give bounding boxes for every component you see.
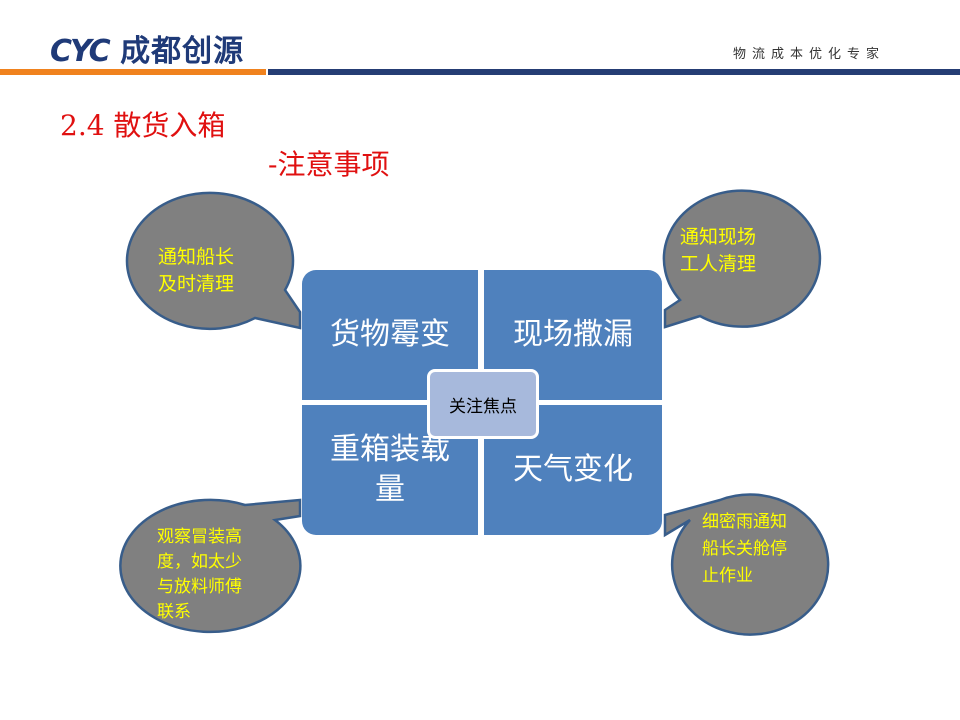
tagline: 物流成本优化专家 — [733, 47, 886, 62]
quad-top-left: 货物霉变 — [302, 270, 478, 400]
callout-bottom-left: 观察冒装高度，如太少与放料师傅联系 — [157, 527, 242, 622]
logo: CYC 成都创源 — [50, 34, 245, 69]
callout-top-left: 通知船长及时清理 — [158, 246, 235, 295]
title-line2: -注意事项 — [268, 148, 390, 181]
callout-top-left-shape — [125, 191, 302, 331]
title-line1: 2.4 散货入箱 — [60, 109, 226, 142]
callout-top-right-shape — [662, 189, 822, 329]
callout-bottom-right-shape — [663, 493, 830, 636]
callout-bottom-left-shape — [119, 498, 302, 634]
callout-top-right: 通知现场工人清理 — [680, 226, 757, 275]
quad-top-right: 现场撒漏 — [484, 270, 662, 400]
center-focus: 关注焦点 — [427, 369, 539, 439]
navy-bar — [268, 69, 960, 75]
orange-bar — [0, 69, 266, 75]
callout-bottom-right: 细密雨通知船长关舱停止作业 — [702, 512, 787, 586]
